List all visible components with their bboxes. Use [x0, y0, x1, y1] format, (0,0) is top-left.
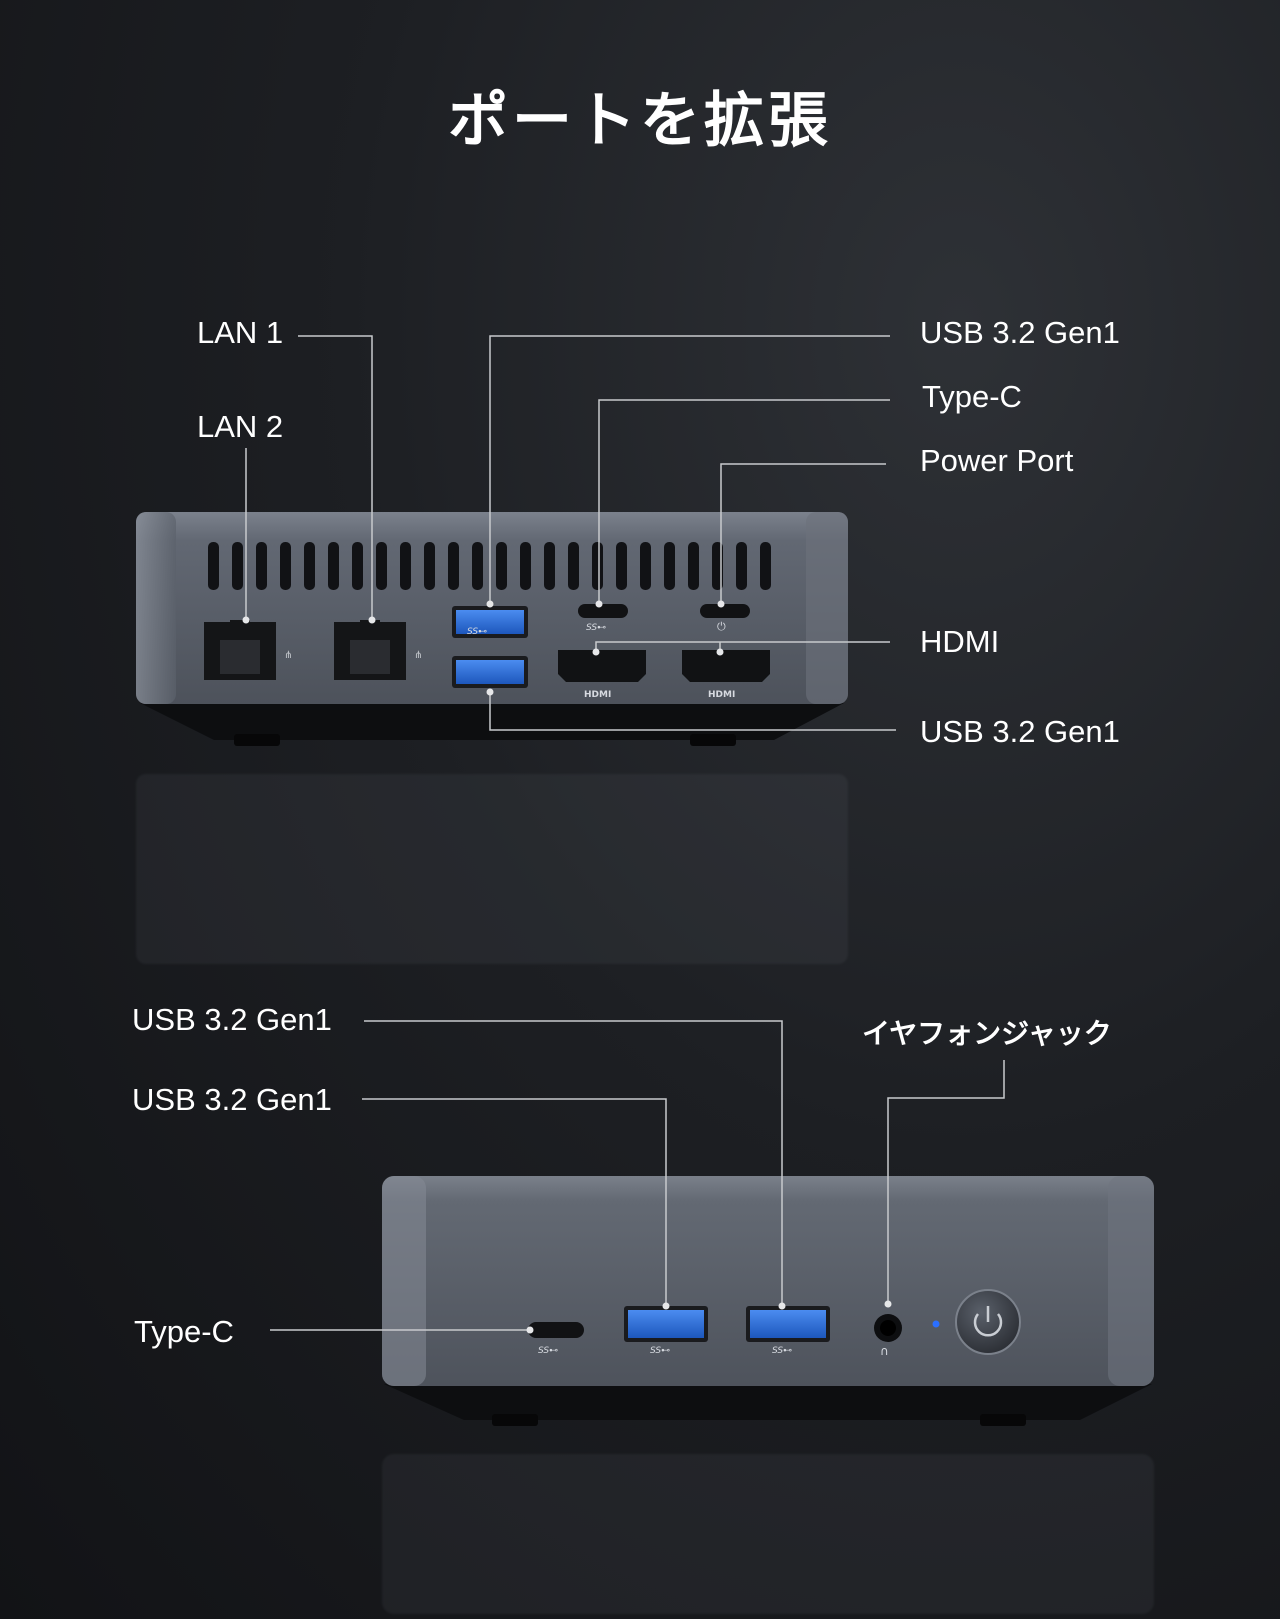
lan2-port: [204, 620, 276, 680]
front-usb2-mark: SS⊷: [772, 1346, 793, 1356]
label-earphone-jack: イヤフォンジャック: [862, 1017, 1112, 1050]
front-reflection: [380, 1450, 1156, 1614]
rear-reflection: [134, 770, 850, 964]
lan1-port: [334, 620, 406, 680]
rear-hdmi1-mark: HDMI: [584, 690, 612, 700]
front-panel-device: SS⊷ SS⊷ SS⊷ ∩: [380, 1174, 1156, 1430]
label-front-usb2: USB 3.2 Gen1: [132, 1082, 332, 1117]
label-front-usb1: USB 3.2 Gen1: [132, 1002, 332, 1037]
svg-text:⋔: ⋔: [414, 650, 422, 661]
front-usb1-mark: SS⊷: [650, 1346, 671, 1356]
label-lan1: LAN 1: [197, 315, 284, 350]
label-lan2: LAN 2: [197, 409, 284, 444]
rear-panel-device: ⋔ ⋔ SS⊷ SS⊷ ⏻ HDMI HDMI: [134, 510, 850, 750]
page-title: ポートを拡張: [448, 86, 832, 156]
label-usb-bottom: USB 3.2 Gen1: [920, 714, 1120, 749]
rear-ss-mark: SS⊷: [467, 627, 488, 637]
label-usb-top: USB 3.2 Gen1: [920, 315, 1120, 350]
label-type-c-rear: Type-C: [922, 379, 1022, 414]
rear-hdmi2-mark: HDMI: [708, 690, 736, 700]
svg-text:⋔: ⋔: [284, 650, 292, 661]
label-front-type-c: Type-C: [134, 1314, 234, 1349]
headphone-icon: ∩: [880, 1344, 889, 1358]
usb-a-bottom-port: [452, 656, 528, 688]
usb-a-top-port: [452, 606, 528, 638]
label-hdmi: HDMI: [920, 624, 1000, 659]
label-power-port: Power Port: [920, 443, 1074, 478]
front-typec-mark: SS⊷: [538, 1346, 559, 1356]
rear-typec-ss-mark: SS⊷: [586, 623, 607, 633]
rear-power-mark: ⏻: [717, 620, 726, 633]
